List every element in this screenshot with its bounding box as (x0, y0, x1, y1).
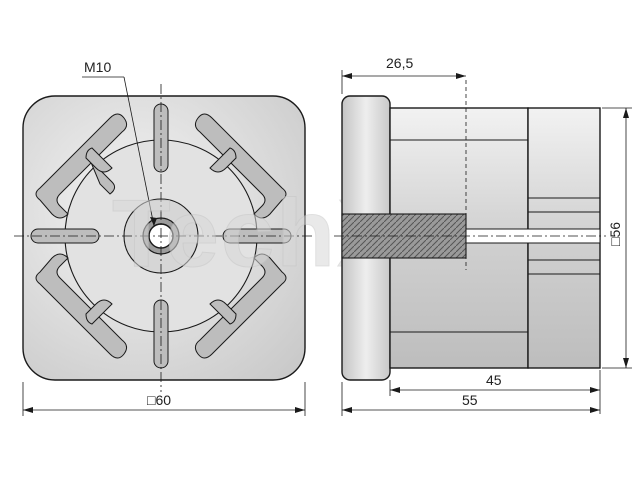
slot-bottom-right (194, 253, 287, 359)
height-dimension: □56 (602, 107, 632, 369)
slot-bottom-left (35, 253, 128, 359)
width-label: □60 (147, 392, 171, 408)
notch-bottom-left (85, 299, 113, 325)
notch-bottom-right (209, 299, 237, 325)
slot-top-left (35, 113, 128, 219)
slot-top-right (194, 113, 287, 219)
head-depth-label: 26,5 (386, 55, 413, 71)
overall-length-label: 55 (462, 392, 478, 408)
width-dimension: □60 (22, 382, 306, 416)
height-label: □56 (607, 222, 623, 246)
stem-length-dimension: 45 (389, 370, 601, 414)
stem-ribs (390, 139, 600, 333)
notch-top-left (85, 147, 113, 173)
overall-length-dimension: 55 (341, 382, 600, 416)
head-depth-dimension: 26,5 (341, 55, 466, 94)
side-view: 26,5 □56 45 55 (334, 55, 632, 416)
thread-label: M10 (84, 59, 111, 75)
stem-length-label: 45 (486, 372, 502, 388)
notch-top-right (209, 147, 237, 173)
thread-callout: M10 (82, 59, 157, 227)
front-view: M10 □60 (14, 59, 314, 416)
slot-group (30, 103, 292, 369)
